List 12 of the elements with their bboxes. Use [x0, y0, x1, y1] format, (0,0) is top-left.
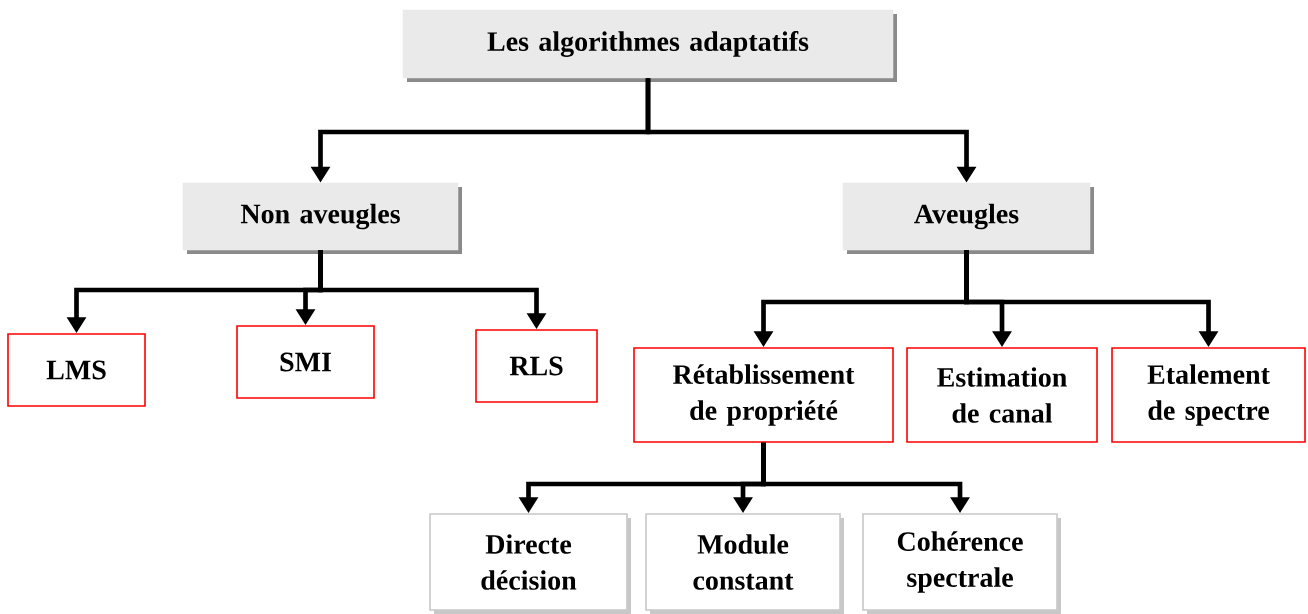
item-box: SMI — [236, 325, 375, 399]
item-box: RLS — [475, 329, 598, 403]
category-box: Aveugles — [842, 182, 1094, 254]
item-box: Cohérence spectrale — [862, 513, 1061, 614]
item-box: LMS — [7, 333, 146, 407]
item-box: Etalement de spectre — [1111, 347, 1306, 443]
item-box: Module constant — [645, 513, 844, 614]
item-box: Estimation de canal — [906, 347, 1098, 443]
category-box: Non aveugles — [182, 182, 462, 254]
item-box: Directe décision — [429, 513, 631, 614]
item-box: Rétablissement de propriété — [633, 347, 894, 443]
category-box: Les algorithmes adaptatifs — [402, 9, 897, 82]
